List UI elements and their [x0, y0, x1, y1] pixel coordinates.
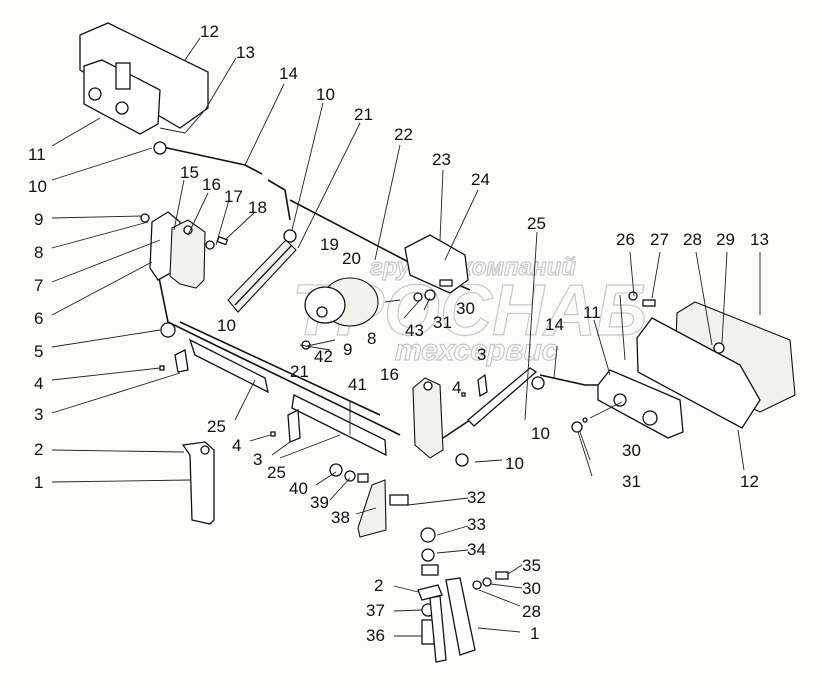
part-label: 28: [683, 230, 702, 249]
part-label: 11: [583, 303, 601, 322]
part-label: 29: [716, 230, 735, 249]
part-label: 13: [236, 43, 255, 62]
part-label: 30: [622, 441, 641, 460]
part-label: 10: [531, 424, 550, 443]
part-label: 10: [505, 454, 524, 473]
part-label: 36: [366, 626, 385, 645]
part-label: 39: [310, 493, 329, 512]
part-label: 19: [320, 235, 339, 254]
part-label: 25: [207, 417, 226, 436]
part-label: 14: [279, 64, 298, 83]
part-label: 16: [202, 175, 221, 194]
part-label: 4: [34, 374, 43, 393]
part-label: 9: [343, 340, 352, 359]
bracket-left: [181, 441, 215, 525]
part-label: 4: [452, 378, 461, 397]
part-label: 16: [380, 365, 399, 384]
part-label: 25: [267, 463, 286, 482]
motor-unit: [301, 277, 379, 350]
part-label: 43: [405, 321, 424, 340]
part-label: 20: [342, 249, 361, 268]
part-label: 32: [467, 488, 486, 507]
part-label: 27: [650, 230, 669, 249]
part-label: 10: [217, 316, 236, 335]
part-label: 12: [200, 22, 219, 41]
part-label: 41: [348, 375, 367, 394]
part-label: 3: [34, 405, 43, 424]
part-label: 24: [471, 170, 490, 189]
part-label: 21: [290, 362, 309, 381]
cable-guards: [188, 338, 538, 457]
lamp-housing-left: [79, 22, 209, 135]
part-label: 33: [467, 515, 486, 534]
part-label: 2: [374, 576, 383, 595]
part-label: 4: [232, 436, 241, 455]
part-label: 30: [522, 579, 541, 598]
part-label: 12: [740, 472, 759, 491]
part-label: 11: [28, 145, 46, 164]
part-label: 25: [527, 214, 546, 233]
part-label: 3: [253, 450, 262, 469]
part-label: 22: [394, 125, 413, 144]
part-label: 5: [34, 342, 43, 361]
part-label: 30: [456, 299, 475, 318]
part-label: 18: [248, 198, 267, 217]
part-label: 42: [314, 347, 333, 366]
part-label: 1: [530, 624, 539, 643]
part-label: 1: [34, 473, 43, 492]
part-label: 38: [331, 508, 350, 527]
part-label: 26: [616, 230, 635, 249]
part-label: 23: [432, 150, 451, 169]
part-label: 3: [477, 345, 486, 364]
part-label: 7: [34, 276, 43, 295]
part-label: 17: [224, 187, 243, 206]
part-label: 2: [34, 440, 43, 459]
connector-block: [227, 229, 297, 313]
part-label: 35: [522, 556, 541, 575]
lamp-16-lower: [412, 377, 444, 459]
watermark-line3: техсервис: [395, 334, 559, 367]
part-label: 6: [34, 309, 43, 328]
part-labels: 12 13 14 10 21 22 11 10 23 24 15 16 17 1…: [28, 22, 769, 645]
part-label: 8: [34, 243, 43, 262]
part-label: 21: [354, 105, 373, 124]
part-label: 34: [467, 540, 486, 559]
lamp-small: [404, 234, 469, 302]
part-label: 10: [28, 177, 47, 196]
relay-assembly: [140, 211, 229, 289]
part-label: 13: [750, 230, 769, 249]
part-label: 37: [366, 601, 385, 620]
watermark-line1: группа компаний: [370, 254, 576, 281]
leader-lines: [51, 37, 761, 637]
part-label: 10: [316, 85, 335, 104]
hardware-set: [329, 463, 509, 663]
part-label: 31: [622, 472, 641, 491]
part-label: 28: [522, 602, 541, 621]
part-label: 8: [367, 329, 376, 348]
part-label: 40: [289, 479, 308, 498]
part-label: 9: [34, 210, 43, 229]
lamp-housing-right: [571, 291, 796, 439]
part-label: 15: [180, 163, 199, 182]
part-label: 31: [433, 313, 452, 332]
clips: [159, 349, 488, 443]
part-label: 14: [545, 315, 564, 334]
